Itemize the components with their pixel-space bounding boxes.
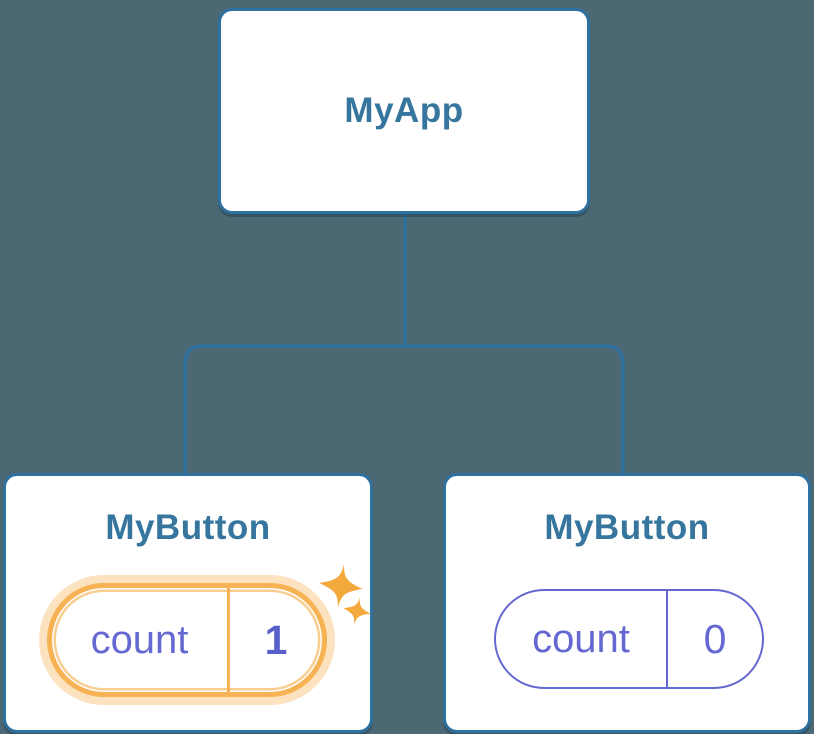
node-myapp: MyApp xyxy=(218,8,590,214)
node-mybutton-left: MyButton count 1 xyxy=(3,473,373,733)
state-key: count xyxy=(90,617,189,662)
state-pill: count 0 xyxy=(494,589,764,689)
connector-branch xyxy=(183,344,625,473)
node-label: MyButton xyxy=(544,508,710,547)
pill-divider xyxy=(227,588,230,692)
node-mybutton-right: MyButton count 0 xyxy=(443,473,811,733)
state-key: count xyxy=(532,616,630,661)
sparkle-icon xyxy=(343,597,371,625)
node-label: MyApp xyxy=(344,91,464,130)
state-value: 1 xyxy=(264,616,288,663)
state-pill-highlighted: count 1 xyxy=(47,583,327,697)
pill-divider xyxy=(666,591,668,687)
state-value: 0 xyxy=(703,615,727,662)
sparkle-icon xyxy=(319,564,363,608)
node-label: MyButton xyxy=(105,508,271,547)
